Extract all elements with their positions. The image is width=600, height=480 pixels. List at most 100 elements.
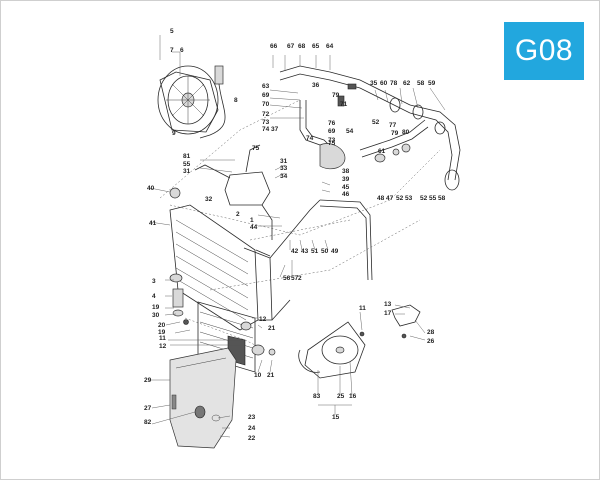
- callout-31: 31: [183, 168, 191, 175]
- callout-17: 17: [384, 310, 392, 317]
- callout-79: 79: [391, 130, 399, 137]
- callout-19: 19: [152, 304, 160, 311]
- long-pipe: [319, 199, 373, 281]
- callout-11: 11: [159, 335, 166, 342]
- callout-59: 59: [428, 80, 436, 87]
- callout-68: 68: [298, 43, 306, 50]
- callout-31: 31: [280, 158, 288, 165]
- callout-83: 83: [313, 393, 321, 400]
- callout-21: 21: [268, 325, 276, 332]
- callout-41: 41: [149, 220, 157, 227]
- callout-13: 13: [384, 301, 392, 308]
- callout-26: 26: [427, 338, 435, 345]
- callout-73: 73: [262, 119, 270, 126]
- callout-27: 27: [144, 405, 152, 412]
- callout-67: 67: [287, 43, 295, 50]
- callout-33: 33: [280, 165, 288, 172]
- callout-62: 62: [403, 80, 411, 87]
- callout-5: 5: [170, 28, 174, 35]
- callout-14: 14: [0, 0, 8, 2]
- callout-12: 12: [159, 343, 167, 350]
- callout-8: 8: [234, 97, 238, 104]
- callout-10: 10: [254, 372, 262, 379]
- callout-75: 75: [328, 140, 336, 147]
- callout-55: 55: [429, 195, 437, 202]
- fan-shroud: [169, 347, 237, 449]
- callout-9: 9: [172, 130, 176, 137]
- callout-20: 20: [158, 322, 166, 329]
- callout-45: 45: [342, 184, 350, 191]
- callout-37: 37: [271, 126, 279, 133]
- callout-52: 52: [396, 195, 404, 202]
- callout-50: 50: [321, 248, 329, 255]
- cooling-fan-small: [298, 321, 366, 379]
- upper-hoses: [279, 65, 461, 191]
- callout-76: 76: [328, 120, 336, 127]
- callout-56: 56: [283, 275, 291, 282]
- callout-46: 46: [342, 191, 350, 198]
- callout-49: 49: [331, 248, 339, 255]
- callout-4: 4: [152, 293, 156, 300]
- callout-23: 23: [248, 414, 256, 421]
- callout-7: 7: [170, 47, 174, 54]
- callout-22: 22: [248, 435, 256, 442]
- callout-25: 25: [337, 393, 345, 400]
- callout-47: 47: [386, 195, 394, 202]
- callout-74: 74: [306, 135, 314, 142]
- callout-77: 77: [389, 122, 397, 129]
- callout-71: 71: [340, 101, 348, 108]
- fan-assembly: [157, 65, 226, 139]
- callout-28: 28: [427, 329, 435, 336]
- callout-70: 70: [262, 101, 270, 108]
- callout-69: 69: [328, 128, 336, 135]
- callout-79: 79: [332, 92, 340, 99]
- callout-21: 21: [267, 372, 275, 379]
- callout-52: 52: [372, 119, 380, 126]
- callout-6: 6: [180, 47, 184, 54]
- assembly-guide-lines: [159, 99, 441, 351]
- callout-2: 2: [298, 275, 302, 282]
- callout-36: 36: [312, 82, 320, 89]
- callout-81: 81: [183, 153, 191, 160]
- callout-1: 1: [250, 217, 254, 224]
- callout-63: 63: [262, 83, 270, 90]
- callout-80: 80: [402, 129, 410, 136]
- callout-43: 43: [301, 248, 309, 255]
- callout-72: 72: [262, 111, 270, 118]
- callout-74: 74: [262, 126, 270, 133]
- callout-30: 30: [152, 312, 160, 319]
- callout-39: 39: [342, 176, 350, 183]
- callout-16: 16: [349, 393, 357, 400]
- callout-35: 35: [370, 80, 378, 87]
- callout-66: 66: [270, 43, 278, 50]
- page-code-badge: G08: [504, 22, 584, 80]
- callout-2: 2: [236, 211, 240, 218]
- callout-38: 38: [342, 168, 350, 175]
- callout-32: 32: [205, 196, 213, 203]
- callout-19: 19: [158, 329, 166, 336]
- callout-64: 64: [326, 43, 334, 50]
- callout-58: 58: [417, 80, 425, 87]
- callout-53: 53: [405, 195, 413, 202]
- callout-60: 60: [380, 80, 388, 87]
- callout-65: 65: [312, 43, 320, 50]
- callout-15: 15: [332, 414, 340, 421]
- callout-51: 51: [311, 248, 319, 255]
- callout-40: 40: [147, 185, 155, 192]
- callout-69: 69: [262, 92, 270, 99]
- callout-34: 34: [280, 173, 288, 180]
- radiator: [169, 199, 321, 331]
- callout-57: 57: [291, 275, 299, 282]
- callout-42: 42: [291, 248, 299, 255]
- leader-lines: [148, 35, 446, 438]
- callout-75: 75: [252, 145, 260, 152]
- callout-78: 78: [390, 80, 398, 87]
- callout-44: 44: [250, 224, 258, 231]
- callout-29: 29: [144, 377, 152, 384]
- callout-52: 52: [420, 195, 428, 202]
- callout-24: 24: [248, 425, 256, 432]
- callout-58: 58: [438, 195, 446, 202]
- callout-48: 48: [377, 195, 385, 202]
